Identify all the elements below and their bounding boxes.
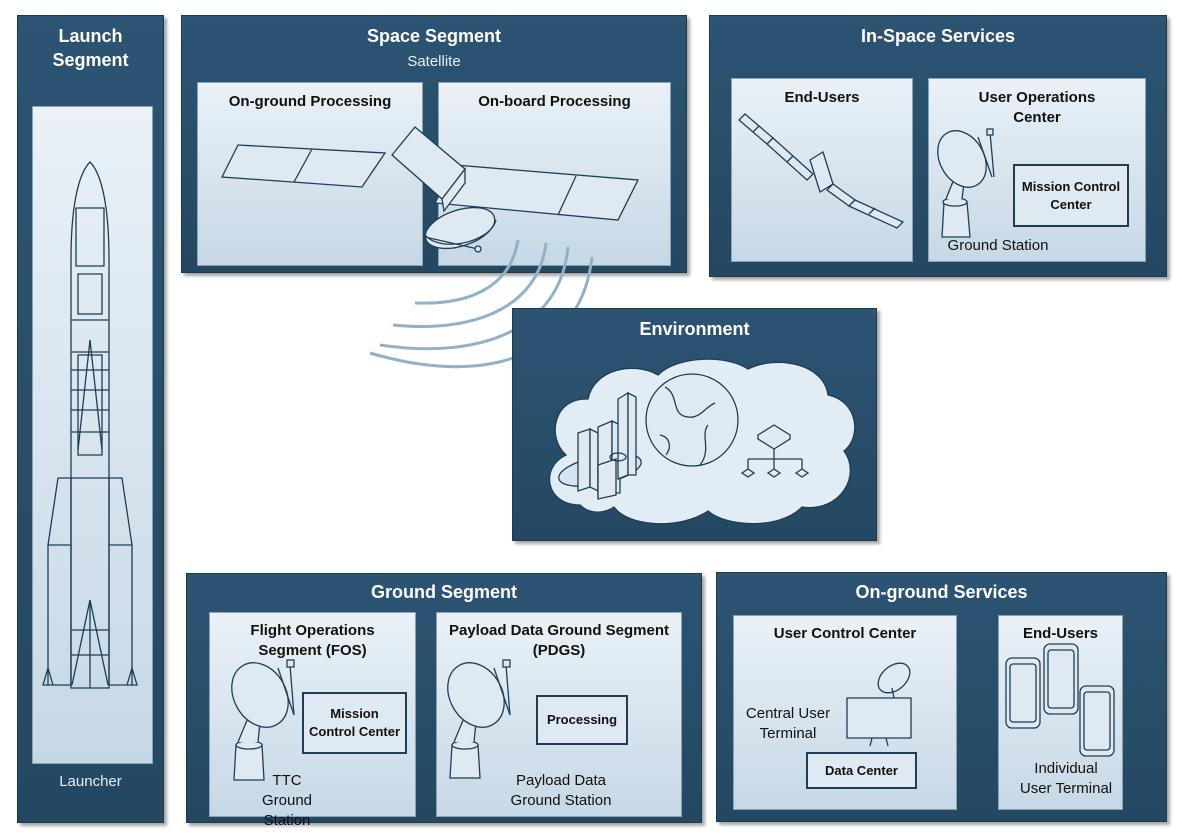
space-segment-subtitle: Satellite xyxy=(407,53,461,70)
on-ground-services-title: On-ground Services xyxy=(855,582,1028,602)
launch-segment-title: Launch Segment xyxy=(52,26,129,70)
mobile-devices-icon xyxy=(1004,642,1116,757)
fos-mission-control-center-box: Mission Control Center xyxy=(302,692,407,754)
user-operations-center-title: User Operations Center xyxy=(978,89,1096,126)
ttc-dish-antenna-icon xyxy=(224,660,304,785)
pdgs-dish-antenna-icon xyxy=(440,660,520,785)
data-center-box: Data Center xyxy=(806,752,917,789)
small-satellite-icon xyxy=(735,112,910,227)
in-space-end-users-title: End-Users xyxy=(784,89,860,106)
in-space-services-title: In-Space Services xyxy=(860,26,1016,46)
uoc-dish-antenna-icon xyxy=(932,127,1002,242)
central-user-terminal-icon xyxy=(842,658,917,748)
satellite-icon xyxy=(220,125,650,260)
processing-box: Processing xyxy=(536,695,628,745)
space-segment-title: Space Segment xyxy=(366,26,502,46)
on-board-processing-title: On-board Processing xyxy=(478,93,631,110)
environment-title: Environment xyxy=(639,319,750,339)
individual-user-terminal-label: Individual User Terminal xyxy=(1019,760,1113,797)
launcher-label: Launcher xyxy=(59,773,122,790)
pdgs-title: Payload Data Ground Segment (PDGS) xyxy=(448,622,670,659)
environment-cloud-icon xyxy=(540,355,862,530)
in-space-ground-station-label: Ground Station xyxy=(947,237,1049,254)
payload-data-ground-station-label: Payload Data Ground Station xyxy=(510,772,612,809)
on-ground-end-users-title: End-Users xyxy=(1022,625,1099,642)
central-user-terminal-label: Central User Terminal xyxy=(745,705,831,742)
ttc-ground-station-label: TTC Ground Station xyxy=(261,772,313,829)
in-space-mission-control-center-box: Mission Control Center xyxy=(1013,164,1129,227)
on-ground-processing-title: On-ground Processing xyxy=(228,93,392,110)
fos-title: Flight Operations Segment (FOS) xyxy=(250,622,375,659)
user-control-center-title: User Control Center xyxy=(773,625,917,642)
ground-segment-title: Ground Segment xyxy=(370,582,517,602)
rocket-icon xyxy=(40,160,140,690)
launch-segment-panel: Launch Segment Launcher xyxy=(17,15,164,823)
launcher-box xyxy=(32,106,153,764)
